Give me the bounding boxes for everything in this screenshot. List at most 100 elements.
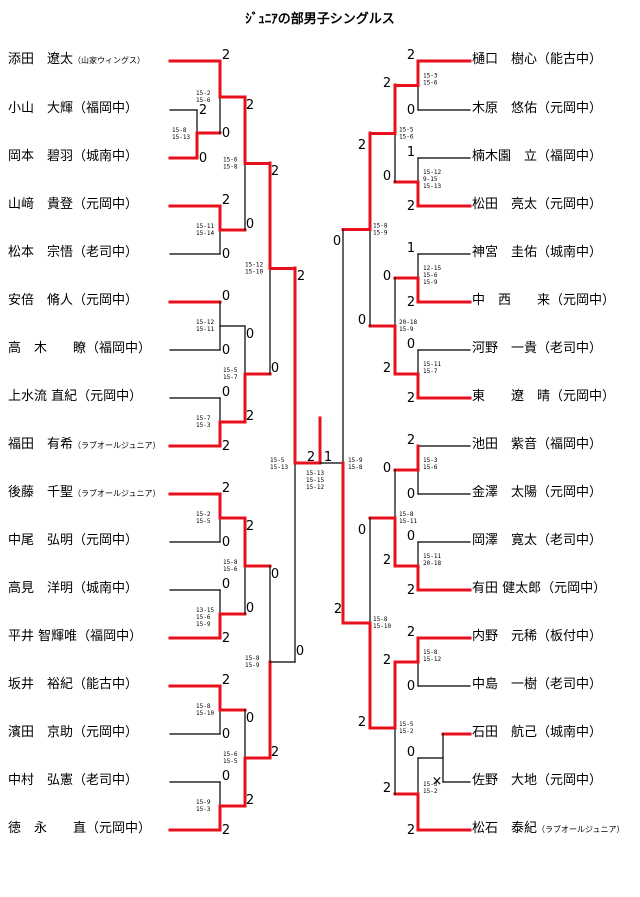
player-name: 濱田 京助 (8, 725, 74, 740)
score-top-r_r2_d: 2 (383, 653, 391, 668)
score-bottom-l8: 0 (222, 727, 230, 742)
left-player-17: 徳 永 直（元岡中） (8, 822, 151, 836)
set-score-l_r3_a-1: 15-10 (245, 269, 263, 276)
right-player-1: 樋口 樹心（能古中） (472, 53, 602, 67)
player-team: （福岡中） (73, 101, 139, 116)
player-name: 中島 一樹 (472, 677, 538, 692)
player-team: （城南中） (73, 149, 139, 164)
right-player-9: 池田 紫音（福岡中） (472, 438, 602, 452)
score-bottom-r_r2_a: 0 (383, 169, 391, 184)
player-name: 金澤 太陽 (472, 485, 538, 500)
player-name: 岡澤 寛太 (472, 533, 538, 548)
score-top-r5: 2 (407, 433, 415, 448)
set-score-r3-1: 15-6 (423, 272, 438, 279)
score-top-l5: 2 (222, 481, 230, 496)
score-bottom-l4: 2 (222, 439, 230, 454)
set-score-r1-1: 15-6 (423, 80, 438, 87)
score-bottom-l10: 2 (222, 823, 230, 838)
set-score-l_r2_d-1: 15-5 (223, 758, 238, 765)
player-name: 坂井 裕紀 (8, 677, 74, 692)
score-bottom-l7: 2 (222, 631, 230, 646)
score-top-r_r2_a: 2 (383, 76, 391, 91)
score-bottom-l3: 0 (222, 343, 230, 358)
set-score-l_pre-0: 15-8 (172, 127, 187, 134)
score-top-r3: 1 (407, 241, 415, 256)
player-team: （元岡中） (77, 389, 143, 404)
set-score-l7-0: 13-15 (196, 607, 214, 614)
score-bottom-r7: 0 (407, 679, 415, 694)
set-score-r2-1: 9-15 (423, 176, 438, 183)
player-team: （元岡中） (73, 533, 139, 548)
set-score-l10-1: 15-3 (196, 806, 211, 813)
right-player-15: 石田 航己（城南中） (472, 726, 602, 740)
walkover-mark: × (432, 774, 443, 789)
set-score-l_semi-0: 15-5 (270, 457, 285, 464)
left-player-7: 高 木 瞭（福岡中） (8, 342, 151, 356)
score-top-l8: 2 (222, 673, 230, 688)
right-player-5: 神宮 圭佑（城南中） (472, 246, 602, 260)
player-team: （元岡中） (537, 773, 603, 788)
score-bottom-r_r2_d: 2 (383, 781, 391, 796)
player-team: （ラブオールジュニア） (73, 489, 161, 498)
score-bottom-l_semi: 0 (296, 644, 304, 659)
score-top-l_r3_a: 2 (271, 164, 279, 179)
left-player-6: 安倍 脩人（元岡中） (8, 294, 138, 308)
score-top-l_r2_a: 2 (246, 98, 254, 113)
set-score-r_semi-0: 15-9 (348, 457, 363, 464)
player-name: 東 遼 晴 (472, 389, 551, 404)
player-team: （能古中） (537, 52, 603, 67)
score-bottom-l2: 0 (222, 247, 230, 262)
player-name: 添田 遼太 (8, 52, 74, 67)
right-player-14: 中島 一樹（老司中） (472, 678, 602, 692)
set-score-l_r2_b-0: 15-5 (223, 367, 238, 374)
score-bottom-r_r2_b: 2 (383, 361, 391, 376)
player-name: 松石 泰紀 (472, 821, 538, 836)
player-name: 樋口 樹心 (472, 52, 538, 67)
set-score-r1-0: 15-3 (423, 73, 438, 80)
player-name: 松田 亮太 (472, 197, 538, 212)
player-name: 池田 紫音 (472, 437, 538, 452)
set-score-l_r2_c-1: 15-6 (223, 566, 238, 573)
score-top-r4: 0 (407, 337, 415, 352)
score-bottom-r6: 2 (407, 583, 415, 598)
player-team: （元岡中） (550, 293, 616, 308)
player-team: （元岡中） (86, 821, 152, 836)
player-team: （老司中） (537, 677, 603, 692)
set-score-r_r2_a-1: 15-6 (399, 134, 414, 141)
score-top-r_semi: 0 (333, 234, 341, 249)
player-team: （元岡中） (550, 389, 616, 404)
set-score-l_r2_a-1: 15-8 (223, 164, 238, 171)
left-player-14: 坂井 裕紀（能古中） (8, 678, 138, 692)
player-name: 福田 有希 (8, 437, 74, 452)
score-bottom-l_r2_d: 2 (246, 793, 254, 808)
player-team: （元岡中） (73, 725, 139, 740)
player-team: （城南中） (537, 725, 603, 740)
player-name: 中村 弘憲 (8, 773, 74, 788)
set-score-r_r3_a-0: 15-8 (373, 223, 388, 230)
player-name: 徳 永 直 (8, 821, 87, 836)
chart-title: ｼﾞｭﾆｱの部男子シングルス (245, 12, 395, 27)
left-player-16: 中村 弘憲（老司中） (8, 774, 138, 788)
set-score-r4-1: 15-7 (423, 368, 438, 375)
player-name: 石田 航己 (472, 725, 538, 740)
right-player-17: 松石 泰紀（ラブオールジュニア） (472, 822, 624, 837)
score-bottom-r4: 2 (407, 391, 415, 406)
player-name: 中 西 来 (472, 293, 551, 308)
score-top-l7: 0 (222, 577, 230, 592)
set-score-r2-0: 15-12 (423, 169, 441, 176)
player-name: 小山 大輝 (8, 101, 74, 116)
left-player-11: 中尾 弘明（元岡中） (8, 534, 138, 548)
player-name: 河野 一貴 (472, 341, 538, 356)
set-score-l1-1: 15-6 (196, 97, 211, 104)
player-name: 山﨑 貴登 (8, 197, 74, 212)
set-score-l4-1: 15-3 (196, 422, 211, 429)
left-player-13: 平井 智輝唯（福岡中） (8, 630, 142, 644)
score-bottom-l_r3_b: 2 (271, 745, 279, 760)
player-name: 内野 元稀 (472, 629, 538, 644)
set-score-r8-0: 15-3 (423, 781, 438, 788)
set-score-r_r2_b-0: 20-18 (399, 319, 417, 326)
left-player-5: 松本 宗悟（老司中） (8, 246, 138, 260)
set-score-final-2: 15-12 (306, 484, 324, 491)
set-score-final-0: 15-13 (306, 470, 324, 477)
